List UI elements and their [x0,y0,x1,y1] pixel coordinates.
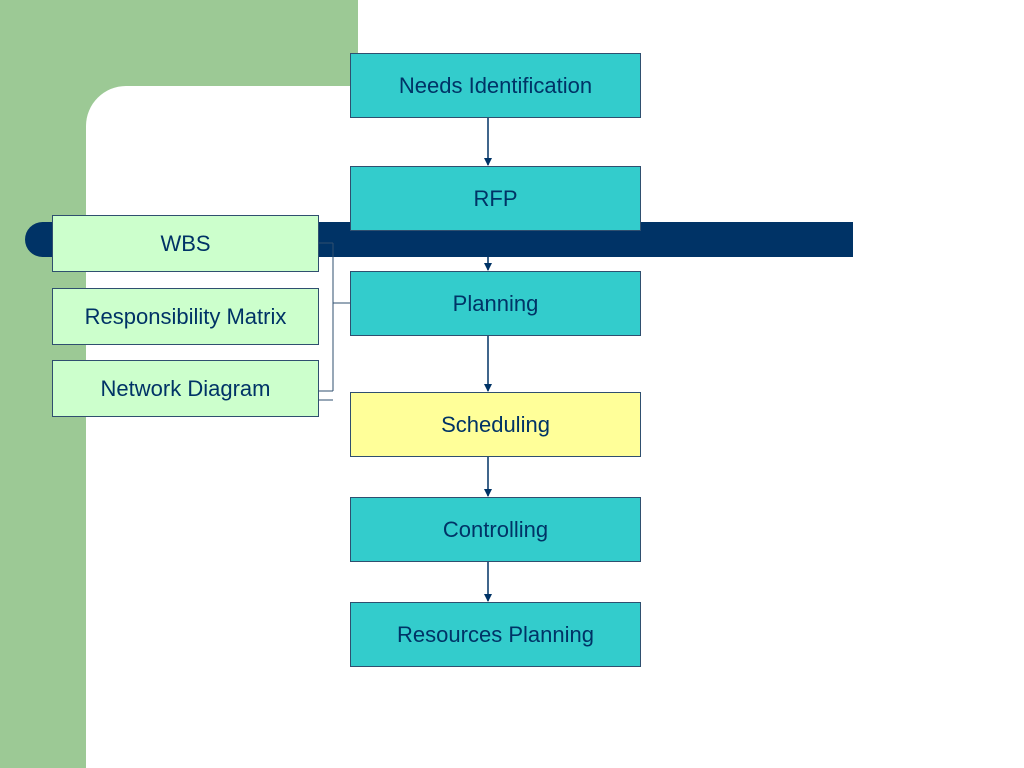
planning-box: Planning [350,271,641,336]
network-diagram-box: Network Diagram [52,360,319,417]
wbs-box: WBS [52,215,319,272]
scheduling-label: Scheduling [441,411,550,437]
needs-identification-label: Needs Identification [398,72,593,98]
responsibility-matrix-label: Responsibility Matrix [84,303,287,329]
planning-bracket [319,242,350,401]
rfp-box: RFP [350,166,641,231]
rfp-label: RFP [473,185,518,211]
network-diagram-label: Network Diagram [100,375,271,401]
planning-label: Planning [452,290,539,316]
controlling-label: Controlling [442,516,549,542]
resources-planning-label: Resources Planning [397,621,594,647]
needs-identification-box: Needs Identification [350,53,641,118]
controlling-box: Controlling [350,497,641,562]
responsibility-matrix-box: Responsibility Matrix [52,288,319,345]
resources-planning-box: Resources Planning [350,602,641,667]
wbs-label: WBS [160,230,211,256]
scheduling-box: Scheduling [350,392,641,457]
